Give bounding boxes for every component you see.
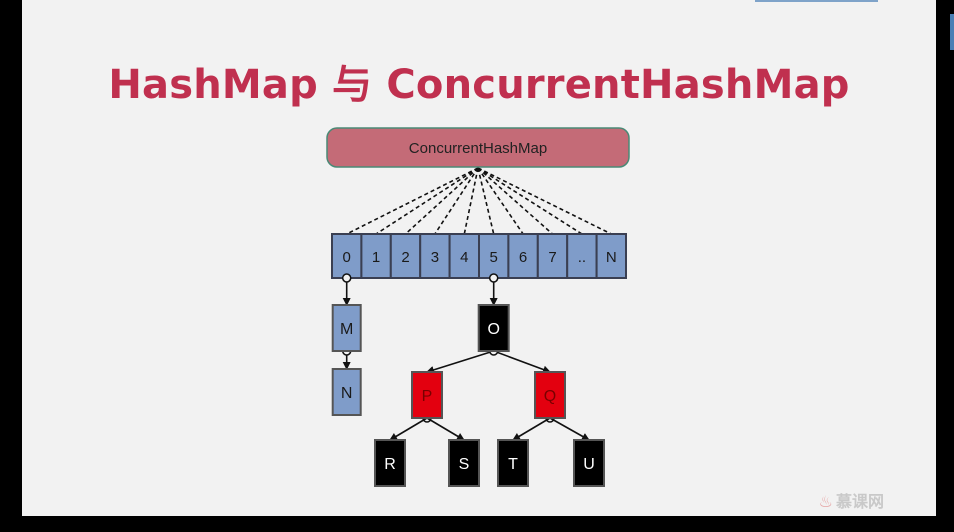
- fan-line: [346, 167, 479, 235]
- red-black-tree: O P Q R S T U: [374, 304, 605, 487]
- tree-red-node: [411, 371, 443, 419]
- link-arrow: [389, 417, 428, 441]
- fan-line: [477, 167, 583, 235]
- chain-list: MN: [331, 304, 362, 416]
- slide: HashMap 与 ConcurrentHashMap: [22, 0, 936, 516]
- tree-leaf-node-label: T: [508, 456, 518, 473]
- chain-node: [331, 368, 362, 416]
- tree-red-node: [534, 371, 566, 419]
- fan-line: [477, 167, 495, 235]
- fan-line: [463, 167, 479, 235]
- bucket-cell: [595, 233, 627, 279]
- tree-leaf-node-label: R: [384, 456, 396, 473]
- bucket-label: 0: [343, 249, 351, 266]
- tree-leaf-node-label: U: [583, 456, 595, 473]
- tree-leaf-node: [374, 439, 406, 487]
- tree-red-node-label: Q: [544, 388, 556, 405]
- bucket-cell: [419, 233, 451, 279]
- link-arrow: [549, 417, 590, 441]
- link-arrow: [493, 350, 551, 374]
- flame-icon: ♨: [818, 492, 833, 511]
- link-arrow: [512, 417, 551, 441]
- bucket-label: ..: [578, 249, 586, 266]
- link-origin-dot: [341, 273, 352, 283]
- link-arrow: [426, 350, 494, 374]
- bucket-array: 0 1 2 3 4 5 6 7.. N: [331, 233, 627, 279]
- bucket-label: N: [606, 249, 617, 266]
- tree-leaf-node-label: S: [459, 456, 470, 473]
- fan-out-lines: [346, 167, 612, 235]
- root-node: ConcurrentHashMap: [326, 127, 630, 168]
- bucket-label: 2: [401, 249, 409, 266]
- fan-line: [375, 167, 479, 235]
- link-origin-dot: [488, 273, 499, 283]
- bucket-label: 1: [372, 249, 380, 266]
- bucket-cell: [389, 233, 422, 279]
- fan-line: [477, 167, 524, 235]
- tree-leaf-node: [448, 439, 480, 487]
- bucket-cell: [360, 233, 392, 279]
- tree-leaf-node: [573, 439, 605, 487]
- tree-root-node-label: O: [487, 321, 499, 338]
- chain-node-label: M: [340, 321, 353, 338]
- fan-line: [477, 167, 612, 235]
- bucket-label: 4: [460, 249, 468, 266]
- watermark-text: 慕课网: [835, 492, 884, 511]
- root-label: ConcurrentHashMap: [409, 140, 547, 157]
- bucket-label: 3: [431, 249, 439, 266]
- tree-leaf-node: [497, 439, 529, 487]
- slide-title: HashMap 与 ConcurrentHashMap: [108, 62, 850, 108]
- fan-line: [434, 167, 479, 235]
- fan-line: [404, 167, 479, 235]
- tree-red-node-label: P: [422, 388, 433, 405]
- chain-node: [331, 304, 362, 352]
- watermark: ♨慕课网: [819, 488, 884, 512]
- bucket-label: 5: [490, 249, 498, 266]
- side-tab: [950, 14, 954, 50]
- tree-root-node: [477, 304, 510, 352]
- bucket-label: 7: [548, 249, 556, 266]
- top-progress-bar: [755, 0, 878, 2]
- bucket-cell: [448, 233, 481, 279]
- chain-node-label: N: [341, 385, 353, 402]
- root-box: [326, 127, 630, 168]
- fan-line: [477, 167, 554, 235]
- bucket-label: 6: [519, 249, 527, 266]
- link-arrow: [426, 417, 465, 441]
